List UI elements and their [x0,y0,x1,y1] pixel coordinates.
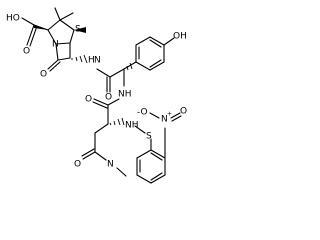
hashed-bond-cphg-aryl [126,62,133,71]
bond-ring1-inner-c [149,59,162,68]
bond-amide3-n-methyl [116,167,127,177]
bond-layer [21,7,182,184]
bond-amide2-co-b [92,101,108,109]
atom-label-layer: HO O S N O H N O OH NH O -O N + O S NH O… [6,14,187,170]
label-amide1-o: O [105,93,112,103]
chemical-structure-diagram: HO O S N O H N O OH NH O -O N + O S NH O… [6,7,187,184]
hashed-bond-amide1 [71,54,88,64]
bond-n-ca [47,29,57,45]
label-carboxyl-oh: HO [6,14,20,24]
bond-nitro-n-ominus [149,112,160,119]
label-ring-n: N [52,40,59,50]
hash-3-c [117,118,121,126]
label-amide2-nh: NH [118,90,132,100]
bond-lactam-co-b [49,61,61,72]
bond-nitro-n-o-b [171,115,182,122]
bond-carboxyl-c-o-double-b [29,25,38,47]
label-sulfenamide-s: S [146,132,152,142]
label-nitro-o-minus: -O [137,108,148,118]
bond-ring2-4 [150,174,166,184]
bond-amide1-c-cphg [109,68,125,78]
label-amide1-n: N [94,56,101,66]
wedge-carboxyl [33,24,48,30]
hash-3-b [113,120,116,126]
bond-amide1-n-carbonyl [96,68,111,78]
bond-ring1-3 [149,36,165,46]
bond-ring2-inner-b [150,172,163,181]
bond-casp-ch2 [94,123,109,134]
bond-amide3-co-b [81,148,95,157]
bond-amide3-co-a [82,151,96,160]
bond-cphg-aryl [123,61,137,70]
wedge-h-junction [74,27,86,33]
bond-nitro-n-o-a [170,112,181,119]
bond-methyl-b [59,12,74,21]
bond-phenol-c-o [163,37,175,46]
bond-ring2-1 [136,149,152,159]
bond-carboxyl-c-oh [21,17,35,26]
bond-s-cjunction [69,29,75,44]
bond-n-ccarbonyl [55,43,59,61]
label-thiazolidine-s: S [75,25,81,35]
bond-ring2-inner-c [150,152,163,161]
bond-amide3-c-n [94,151,107,161]
hash-1-d [83,54,88,64]
hash-1-b [75,56,78,62]
hashed-bond-sulfenamide [109,117,125,126]
label-phenol-oh: OH [173,32,187,42]
bond-ring1-6 [135,61,151,71]
label-beta-lactam-o: O [40,70,47,80]
hash-3-d [121,117,125,126]
hash-1-c [79,55,83,63]
label-nitro-n-plus: N [161,115,168,125]
bond-ring2-6 [150,149,166,159]
bond-ccarbonyl-calpha [57,57,71,61]
label-amide1-h: H [88,56,95,66]
hash-3-a [109,122,112,126]
label-amide2-o: O [85,95,92,105]
bond-methyl-a [54,7,61,21]
bond-ring1-inner-b [149,39,162,48]
bond-ring2-3 [136,174,152,184]
bond-ring1-5 [149,61,165,71]
bond-sulfenamide-nh-s [134,125,146,134]
bond-amide2-co-a [93,98,109,106]
hash-2-a [126,65,129,71]
bond-nh-carbonyl2 [107,98,120,106]
bond-cgem-s [59,19,75,31]
bond-carboxyl-c-o-double-a [26,24,35,46]
label-sulfenamide-nh: NH [125,121,139,131]
bond-lactam-co-a [47,59,59,70]
label-terminal-amide-n: N [107,160,114,170]
bond-ca-cgem [47,19,61,31]
hash-2-b [129,62,133,70]
label-nitro-o: O [180,107,187,117]
label-nitro-plus-sign: + [167,111,172,118]
label-terminal-amide-o: O [74,160,81,170]
label-carboxyl-o: O [23,47,30,57]
bond-cjunction-n [55,42,71,45]
bond-ring1-2 [135,36,151,46]
